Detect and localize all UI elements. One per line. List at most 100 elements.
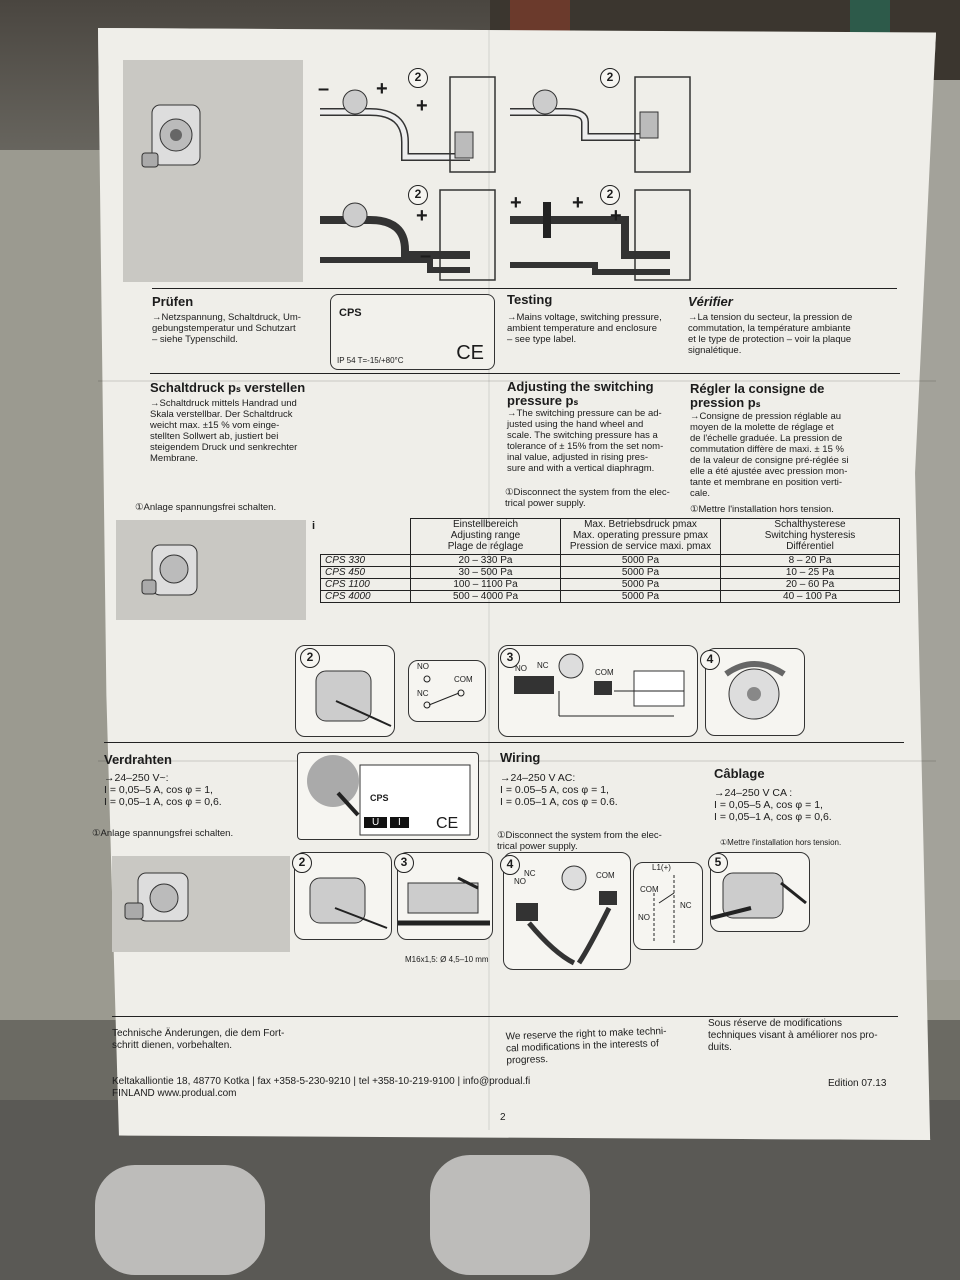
specifications-table: Einstellbereich Adjusting range Plage de… [320, 518, 900, 603]
section-rule [112, 1016, 898, 1017]
plus-sign: + [610, 205, 622, 227]
testing-title-de: Prüfen [152, 294, 194, 309]
table-cell: 5000 Pa [560, 566, 721, 579]
ce-mark: CE [456, 342, 484, 364]
adjust-body-en: →The switching pressure can be ad- juste… [507, 408, 664, 474]
adjust-wheel-illustration [141, 544, 198, 596]
table-cell: 20 – 60 Pa [720, 578, 900, 591]
open-device-illustration [124, 872, 189, 922]
device-photo-panel [116, 520, 306, 620]
section-rule [104, 742, 904, 743]
step-number: 2 [292, 853, 312, 873]
step-number: 4 [700, 650, 720, 670]
label-model: CPS [339, 307, 362, 319]
table-row: CPS 1100 100 – 1100 Pa 5000 Pa 20 – 60 P… [320, 578, 900, 591]
thread-spec: M16x1,5: Ø 4,5–10 mm [405, 955, 489, 964]
contact-no-label: NO [514, 877, 526, 886]
table-cell: 10 – 25 Pa [720, 566, 900, 579]
table-cell: 5000 Pa [560, 590, 721, 603]
sock-left [95, 1165, 265, 1275]
table-header: Max. Betriebsdruck pmax Max. operating p… [560, 518, 721, 555]
testing-body-fr: →La tension du secteur, la pression de c… [688, 312, 853, 356]
step-number: 5 [708, 853, 728, 873]
step-number: 2 [600, 68, 620, 88]
contact-com-label: COM [454, 675, 473, 684]
testing-title-fr: Vérifier [688, 294, 733, 309]
step-number: 2 [408, 68, 428, 88]
page-number: 2 [500, 1112, 506, 1123]
contact-no-label: NO [515, 664, 527, 673]
contact-no-label: NO [417, 662, 429, 671]
step-number: 2 [300, 648, 320, 668]
circuit-diagram: L1(+) COM NO NC [633, 862, 703, 950]
minus-sign: – [420, 245, 432, 267]
table-row: CPS 330 20 – 330 Pa 5000 Pa 8 – 20 Pa [320, 554, 900, 567]
tube-diagram-4 [510, 189, 691, 281]
contact-nc-label: NC [537, 661, 549, 670]
contact-nc-label: NC [417, 689, 429, 698]
contact-nc-label: NC [524, 869, 536, 878]
contact-diagram: NO NC COM [408, 660, 486, 722]
wiring-title-de: Verdrahten [104, 752, 172, 767]
testing-body-de: →Netzspannung, Schaltdruck, Um- gebungst… [152, 312, 301, 345]
adjust-body-de: →Schaltdruck mittels Handrad und Skala v… [150, 398, 298, 464]
step-number: 3 [394, 853, 414, 873]
wiring-note-fr: ①Mettre l'installation hors tension. [720, 838, 842, 847]
section-rule [150, 373, 900, 374]
testing-title-en: Testing [507, 292, 553, 307]
l1-label: L1(+) [652, 863, 671, 872]
label-terminal-u: U [364, 817, 388, 828]
wiring-note-en: ①Disconnect the system from the elec- tr… [497, 830, 662, 852]
wiring-body-de: →24–250 V~: I = 0,05–5 A, cos φ = 1, I =… [104, 772, 222, 808]
wiring-note-de: ①Anlage spannungsfrei schalten. [92, 828, 234, 839]
step-diagram-4b: NO NC COM [503, 852, 631, 970]
adjust-note-de: ①Anlage spannungsfrei schalten. [135, 502, 277, 513]
adjust-note-fr: ①Mettre l'installation hors tension. [690, 504, 834, 515]
tube-diagram-3 [320, 189, 496, 281]
cover-label-diagram: CPS U I CE [297, 752, 479, 840]
table-header [320, 518, 411, 555]
table-header: Einstellbereich Adjusting range Plage de… [410, 518, 561, 555]
table-cell: 30 – 500 Pa [410, 566, 561, 579]
contact-com-label: COM [640, 885, 659, 894]
plus-sign: + [416, 95, 428, 117]
plus-sign: + [572, 192, 584, 214]
table-cell: 40 – 100 Pa [720, 590, 900, 603]
table-cell: 8 – 20 Pa [720, 554, 900, 567]
step-number: 2 [600, 185, 620, 205]
testing-body-en: →Mains voltage, switching pressure, ambi… [507, 312, 662, 345]
minus-sign: – [318, 78, 330, 100]
footer-disclaimer-fr: Sous réserve de modifications techniques… [708, 1018, 878, 1053]
wiring-body-en: →24–250 V AC: I = 0.05–5 A, cos φ = 1, I… [500, 772, 618, 808]
label-ip-rating: IP 54 T=-15/+80°C [337, 356, 404, 365]
table-cell: 5000 Pa [560, 578, 721, 591]
edition-label: Edition 07.13 [828, 1078, 887, 1089]
table-header: Schalthysterese Switching hysteresis Dif… [720, 518, 900, 555]
label-terminal-i: I [390, 817, 409, 828]
table-cell: CPS 4000 [320, 590, 411, 603]
wiring-title-fr: Câblage [714, 766, 765, 781]
pressure-switch-illustration [141, 104, 201, 168]
fold-line [98, 760, 936, 762]
contact-no-label: NO [638, 913, 650, 922]
ce-mark: CE [436, 815, 459, 832]
contact-com-label: COM [595, 668, 614, 677]
plus-sign: + [510, 192, 522, 214]
device-photo-panel [123, 60, 303, 282]
adjust-note-en: ①Disconnect the system from the elec- tr… [505, 487, 670, 509]
step-number: 3 [500, 648, 520, 668]
plus-sign: + [376, 78, 388, 100]
wiring-body-fr: →24–250 V CA : I = 0,05–5 A, cos φ = 1, … [714, 787, 832, 823]
table-cell: CPS 330 [320, 554, 411, 567]
table-cell: CPS 450 [320, 566, 411, 579]
fold-line [98, 380, 936, 382]
company-address: Keltakalliontie 18, 48770 Kotka | fax +3… [112, 1076, 531, 1099]
adjust-title-fr: Régler la consigne de pression pₛ [690, 381, 825, 410]
adjust-title-de: Schaltdruck pₛ verstellen [150, 380, 306, 395]
tube-diagram-1 [320, 76, 496, 173]
table-cell: 500 – 4000 Pa [410, 590, 561, 603]
table-row: CPS 450 30 – 500 Pa 5000 Pa 10 – 25 Pa [320, 566, 900, 579]
table-cell: CPS 1100 [320, 578, 411, 591]
plus-sign: + [416, 205, 428, 227]
contact-com-label: COM [596, 871, 615, 880]
